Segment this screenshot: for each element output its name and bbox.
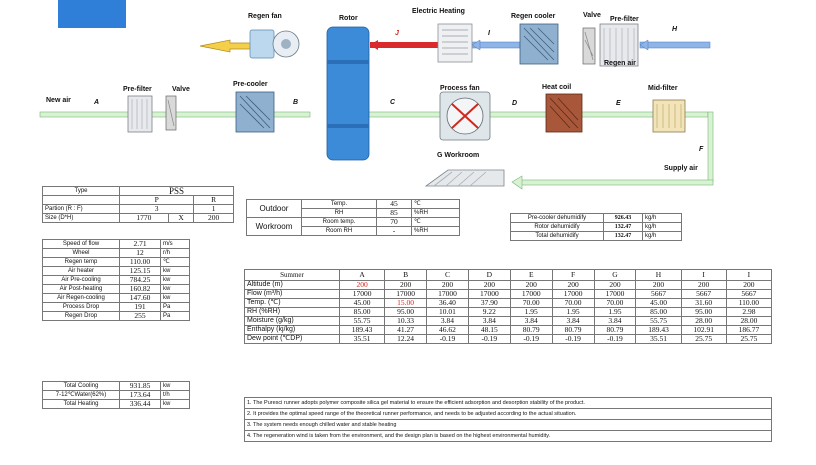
electric-heating-icon xyxy=(437,23,473,63)
size-x: X xyxy=(167,213,195,223)
rotor-icon xyxy=(326,26,370,161)
note-item: 1. The Puresci runner adopts polymer com… xyxy=(244,397,772,409)
supply-air-label: Supply air xyxy=(664,165,698,172)
summer-row: Dew point (℃DP) 35.51 12.24 -0.19 -0.19 … xyxy=(244,334,773,344)
size-label: Size (D*H) xyxy=(42,213,120,223)
summer-row: Altitude (m) 200 200 200 200 200 200 200… xyxy=(244,280,773,290)
valve-icon xyxy=(165,95,177,131)
spec-table: Type PSS P R Partion (R : F) 3 1 Size (D… xyxy=(42,186,234,223)
point-f-label: F xyxy=(699,146,704,153)
point-e-label: E xyxy=(616,100,621,107)
outdoor-label: Outdoor xyxy=(246,199,302,218)
note-item: 4. The regeneration wind is taken from t… xyxy=(244,430,772,442)
new-air-label: New air xyxy=(46,97,71,104)
point-b-label: B xyxy=(293,99,299,106)
type-value: PSS xyxy=(119,186,234,196)
note-item: 2. It provides the optimal speed range o… xyxy=(244,408,772,420)
partition-label: Partion (R : F) xyxy=(42,204,120,214)
valve-label: Valve xyxy=(172,86,190,93)
pre-cooler-label: Pre-cooler xyxy=(233,81,268,88)
heat-coil-label: Heat coil xyxy=(542,84,572,91)
regen-cooler-label: Regen cooler xyxy=(511,13,556,20)
pre-cooler-icon xyxy=(235,91,275,133)
size-d: 1770 xyxy=(119,213,169,223)
top-prefilter-label: Pre-filter xyxy=(610,16,639,23)
prefilter-icon xyxy=(127,95,153,133)
mid-filter-label: Mid-filter xyxy=(648,85,678,92)
workroom-icon xyxy=(424,169,505,187)
regen-duct-red xyxy=(370,42,438,48)
electric-heating-label: Electric Heating xyxy=(412,8,465,15)
summer-row: Flow (m³/h) 17000 17000 17000 17000 1700… xyxy=(244,289,773,299)
summer-row: Enthalpy (kj/kg) 189.43 41.27 46.62 48.1… xyxy=(244,325,773,335)
note-item: 3. The system needs enough chilled water… xyxy=(244,419,772,431)
summer-row: Temp. (℃) 45.00 15.00 36.40 37.90 70.00 … xyxy=(244,298,773,308)
rotor-label: Rotor xyxy=(339,15,358,22)
point-i-label: I xyxy=(488,30,490,37)
prefilter-label: Pre-filter xyxy=(123,86,152,93)
summer-table: Summer A B C D E F G H I I Altitude (m) … xyxy=(244,269,773,344)
conditions-table: Outdoor Temp. 45 ℃ RH 85 %RH Workroom Ro… xyxy=(246,199,460,236)
supply-duct-left xyxy=(519,179,714,186)
point-c-label: C xyxy=(390,99,396,106)
workroom-diagram-label: G Workroom xyxy=(437,152,480,159)
notes-table: 1. The Puresci runner adopts polymer com… xyxy=(244,397,772,442)
point-h-label: H xyxy=(672,26,678,33)
point-j-label: J xyxy=(395,30,399,37)
supply-duct-down xyxy=(707,111,714,183)
summer-row: RH (%RH) 85.00 95.00 10.01 9.22 1.95 1.9… xyxy=(244,307,773,317)
process-fan-icon xyxy=(439,91,491,141)
process-fan-label: Process fan xyxy=(440,85,480,92)
top-prefilter-icon xyxy=(599,23,639,67)
point-a-label: A xyxy=(94,99,100,106)
type-label: Type xyxy=(42,186,120,196)
regen-exhaust-arrow xyxy=(199,39,253,53)
regen-fan-label: Regen fan xyxy=(248,13,282,20)
summer-header: Summer xyxy=(244,269,340,281)
workroom-label: Workroom xyxy=(246,217,302,236)
mid-filter-icon xyxy=(652,99,686,133)
brand-block xyxy=(58,0,126,28)
heat-coil-icon xyxy=(545,93,583,133)
regen-air-label: Regen air xyxy=(604,60,636,67)
top-valve-label: Valve xyxy=(583,12,601,19)
size-h: 200 xyxy=(193,213,234,223)
regen-cooler-icon xyxy=(519,23,559,65)
regen-fan-icon xyxy=(249,29,300,59)
top-valve-icon xyxy=(582,27,596,65)
point-d-label: D xyxy=(512,100,518,107)
flow-diagram xyxy=(39,23,714,190)
regen-duct-blue-2 xyxy=(639,41,711,49)
